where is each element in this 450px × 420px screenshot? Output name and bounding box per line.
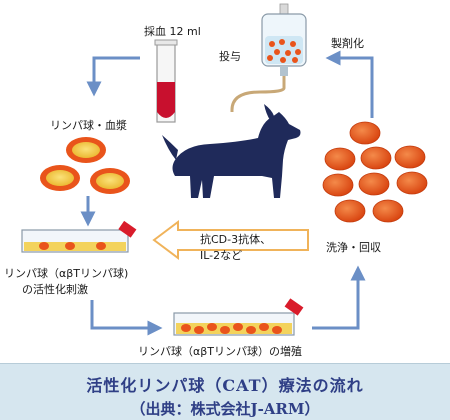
formulation-label: 製剤化 <box>331 36 364 50</box>
caption-source: （出典：株式会社J-ARM） <box>130 400 320 418</box>
iv-bag-icon <box>230 3 307 112</box>
culture-flask-1-icon <box>21 220 137 253</box>
blood-tube-icon <box>154 39 178 123</box>
cat-therapy-flow-diagram: 採血 12 ml 投与 製剤化 リンパ球・血漿 <box>4 3 428 358</box>
arrow-blood-to-lymph <box>86 56 140 97</box>
activated-cells-cluster <box>322 121 428 223</box>
caption-title: 活性化リンパ球（CAT）療法の流れ <box>86 376 364 395</box>
blood-draw-label: 採血 12 ml <box>144 24 201 38</box>
dog-icon <box>162 104 301 198</box>
culture-flask-2-icon <box>173 298 304 336</box>
stimulation-label-1: リンパ球（αβTリンパ球) <box>4 266 128 280</box>
arrow-flask2-to-wash <box>312 265 366 330</box>
stimulation-label-2: の活性化刺激 <box>22 282 88 296</box>
lymph-plasma-label: リンパ球・血漿 <box>50 118 127 132</box>
antibody-hollow-arrow <box>152 220 309 260</box>
caption-banner: 活性化リンパ球（CAT）療法の流れ （出典：株式会社J-ARM） <box>0 363 450 420</box>
proliferation-label: リンパ球（αβTリンパ球）の増殖 <box>138 344 302 358</box>
wash-collect-label: 洗浄・回収 <box>326 240 381 254</box>
antibody-label-1: 抗CD-3抗体、 <box>200 232 271 246</box>
administer-label: 投与 <box>219 49 241 63</box>
antibody-label-2: IL-2など <box>200 249 242 262</box>
arrow-cells-to-bag <box>325 50 374 118</box>
lymphocyte-yellow-cells <box>40 137 130 194</box>
arrow-flask1-to-flask2 <box>90 300 163 336</box>
